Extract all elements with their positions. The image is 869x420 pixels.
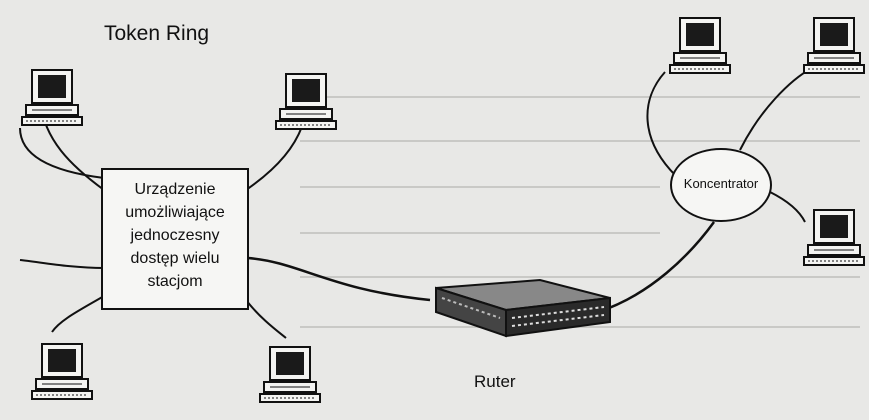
cable: [770, 192, 805, 222]
router-label: Ruter: [474, 372, 516, 392]
computer-icon: [276, 74, 336, 129]
device-label-line: Urządzenie: [103, 178, 247, 201]
cable: [647, 72, 676, 176]
access-device-box: Urządzenie umożliwiające jednoczesny dos…: [101, 168, 249, 310]
cable: [740, 68, 812, 150]
hub-label: Koncentrator: [673, 176, 769, 191]
device-label-line: umożliwiające: [103, 201, 247, 224]
cable: [246, 300, 286, 338]
cable: [598, 222, 714, 312]
computer-icon: [804, 210, 864, 265]
computer-icon: [22, 70, 82, 125]
device-label-line: stacjom: [103, 270, 247, 293]
computer-icon: [32, 344, 92, 399]
device-label-line: dostęp wielu: [103, 247, 247, 270]
diagram-title: Token Ring: [104, 22, 209, 46]
device-label-line: jednoczesny: [103, 224, 247, 247]
cable: [20, 260, 104, 268]
computer-icon: [670, 18, 730, 73]
computer-icon: [260, 347, 320, 402]
router-icon: [436, 280, 610, 336]
cable: [248, 258, 430, 300]
computer-icon: [804, 18, 864, 73]
cable: [52, 296, 104, 332]
